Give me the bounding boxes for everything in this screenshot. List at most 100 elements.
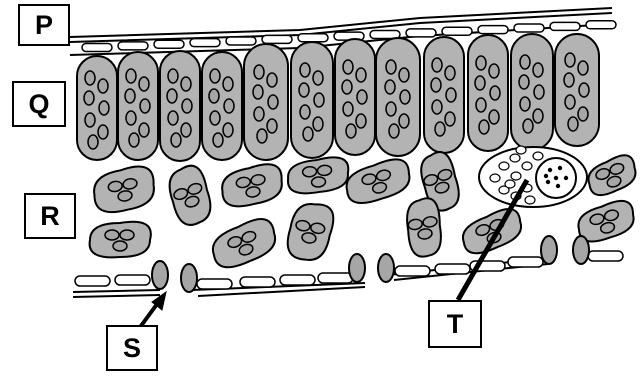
chloroplast: [568, 117, 578, 131]
chloroplast: [579, 83, 589, 97]
chloroplast: [445, 66, 455, 80]
chloroplast: [139, 77, 149, 91]
chloroplast: [168, 69, 178, 83]
palisade-cell: [511, 34, 553, 150]
chloroplast: [489, 64, 499, 78]
palisade-cell: [291, 42, 333, 158]
chloroplast: [300, 63, 310, 77]
phloem-dot: [546, 180, 550, 184]
chloroplast: [356, 114, 366, 128]
lower-epidermis-cell: [588, 251, 623, 261]
palisade-cell: [335, 39, 375, 155]
chloroplast: [432, 58, 442, 72]
chloroplast: [564, 73, 574, 87]
lower-epidermis-cell: [75, 276, 110, 286]
chloroplast: [475, 76, 485, 90]
phloem-dot: [556, 184, 560, 188]
spongy-cell: [207, 215, 281, 273]
chloroplast: [343, 60, 353, 74]
spongy-cell: [285, 200, 336, 264]
chloroplast: [223, 77, 233, 91]
chloroplast: [126, 111, 136, 125]
xylem-vessel: [490, 174, 500, 182]
chloroplast: [213, 133, 223, 147]
chloroplast: [210, 69, 220, 83]
chloroplast: [445, 112, 455, 126]
chloroplast: [129, 133, 139, 147]
upper-epidermis-cell: [298, 34, 328, 42]
palisade-cell: [376, 38, 420, 156]
chloroplast: [268, 95, 278, 109]
chloroplast: [578, 107, 588, 121]
phloem-dot: [564, 176, 568, 180]
chloroplast: [313, 71, 323, 85]
chloroplast: [257, 129, 267, 143]
label-p: P: [18, 4, 70, 46]
upper-epidermis-cell: [442, 27, 472, 35]
lower-epidermis-cell: [240, 277, 275, 287]
chloroplast: [400, 90, 410, 104]
upper-epidermis-cell: [190, 39, 220, 47]
chloroplast: [311, 176, 326, 187]
upper-epidermis-cell: [586, 21, 616, 29]
chloroplast: [299, 83, 309, 97]
chloroplast: [520, 97, 530, 111]
chloroplast: [476, 56, 486, 70]
chloroplast: [313, 117, 323, 131]
chloroplast: [210, 111, 220, 125]
phloem-dot: [544, 174, 548, 178]
palisade-cell: [244, 44, 288, 160]
xylem-vessel: [511, 172, 521, 180]
chloroplast: [386, 102, 396, 116]
chloroplast: [125, 89, 135, 103]
chloroplast: [317, 165, 332, 176]
chloroplast: [181, 77, 191, 91]
chloroplast: [523, 119, 533, 133]
chloroplast: [84, 91, 94, 105]
phloem-dot: [548, 168, 552, 172]
chloroplast: [399, 114, 409, 128]
spongy-cell: [90, 222, 151, 258]
lower-epidermis-cell: [197, 279, 232, 289]
chloroplast: [533, 109, 543, 123]
palisade-cell: [468, 35, 508, 151]
chloroplast: [476, 98, 486, 112]
chloroplast: [254, 65, 264, 79]
chloroplast: [300, 105, 310, 119]
chloroplast: [139, 123, 149, 137]
phloem-dot: [558, 166, 562, 170]
lower-epidermis-cell: [115, 275, 150, 285]
upper-epidermis-cell: [550, 22, 580, 30]
chloroplast: [303, 127, 313, 141]
xylem-vessel: [505, 180, 515, 188]
chloroplast: [343, 102, 353, 116]
spongy-cell: [458, 205, 527, 258]
chloroplast: [357, 90, 367, 104]
chloroplast: [181, 123, 191, 137]
label-s: S: [106, 325, 158, 371]
chloroplast: [356, 68, 366, 82]
chloroplast: [168, 111, 178, 125]
label-t: T: [428, 300, 482, 348]
chloroplast: [209, 89, 219, 103]
xylem-vessel: [516, 146, 526, 154]
chloroplast: [267, 73, 277, 87]
chloroplast: [578, 61, 588, 75]
upper-epidermis-cell: [226, 37, 256, 45]
xylem-vessel: [499, 162, 509, 170]
lower-epidermis-cell: [395, 266, 430, 276]
lower-epidermis-cell: [280, 275, 315, 285]
spongy-cell: [163, 162, 218, 229]
xylem-vessel: [510, 154, 520, 162]
label-r: R: [24, 193, 76, 239]
xylem-vessel: [533, 152, 543, 160]
chloroplast: [446, 88, 456, 102]
upper-epidermis-cell: [154, 40, 184, 48]
xylem-vessel: [522, 162, 532, 170]
chloroplast: [99, 101, 109, 115]
chloroplast: [224, 99, 234, 113]
chloroplast: [88, 135, 98, 149]
chloroplast: [167, 89, 177, 103]
chloroplast: [534, 85, 544, 99]
chloroplast: [565, 53, 575, 67]
